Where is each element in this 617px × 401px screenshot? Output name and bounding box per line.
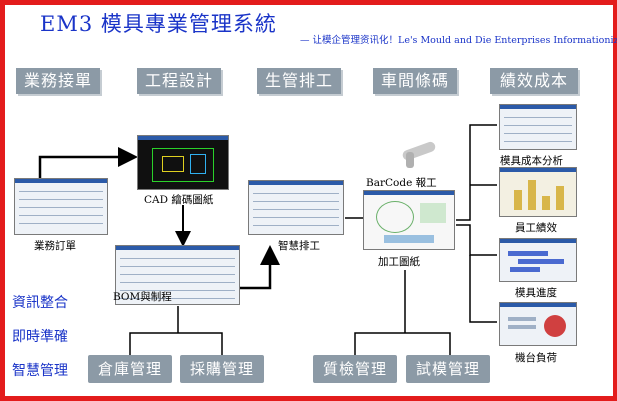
caption-order: 業務訂單 <box>34 240 76 252</box>
drawing-screenshot <box>363 190 455 250</box>
barcode-scanner-icon <box>398 140 438 170</box>
connector-drawing-to-reports <box>456 124 497 221</box>
side-label-smart: 智慧管理 <box>12 363 68 379</box>
caption-cost: 模具成本分析 <box>500 155 563 167</box>
caption-cad: CAD 繪碼圖紙 <box>144 194 214 206</box>
module-mold-trial: 試模管理 <box>406 355 490 383</box>
caption-schedule: 智慧排工 <box>278 240 320 252</box>
caption-bom: BOM與制程 <box>113 291 172 303</box>
cad-screenshot <box>137 135 229 190</box>
caption-progress: 模具進度 <box>515 287 557 299</box>
module-quality-inspection: 質檢管理 <box>313 355 397 383</box>
arrow-bom-to-schedule <box>240 245 280 290</box>
phase-workshop-barcode: 車間條碼 <box>373 68 457 94</box>
phase-sales-order: 業務接單 <box>16 68 100 94</box>
system-title: EM3 模具專業管理系統 <box>40 12 277 36</box>
module-warehouse: 倉庫管理 <box>88 355 172 383</box>
caption-barcode: BarCode 報工 <box>366 177 437 189</box>
connector-to-load <box>469 255 497 323</box>
bracket-left-modules <box>129 332 223 355</box>
perf-screenshot <box>499 167 577 217</box>
cost-screenshot <box>499 104 577 150</box>
progress-screenshot <box>499 238 577 282</box>
slogan: — 让模企管理资讯化！Le's Mould and Die Enterprise… <box>300 35 617 46</box>
caption-load: 機台負荷 <box>515 352 557 364</box>
order-screenshot <box>14 178 108 235</box>
caption-drawing: 加工圖紙 <box>378 256 420 268</box>
phase-performance-cost: 績效成本 <box>490 68 578 94</box>
arrow-order-to-cad <box>38 147 138 178</box>
module-purchasing: 採購管理 <box>180 355 264 383</box>
connector-to-progress <box>456 224 497 256</box>
bom-screenshot <box>115 245 240 305</box>
schedule-screenshot <box>248 180 344 235</box>
load-screenshot <box>499 302 577 346</box>
side-label-realtime: 即時準確 <box>12 329 68 345</box>
caption-perf: 員工績效 <box>515 222 557 234</box>
side-label-integration: 資訊整合 <box>12 295 68 311</box>
phase-engineering: 工程設計 <box>137 68 221 94</box>
bracket-right-modules <box>354 332 451 355</box>
phase-production-scheduling: 生管排工 <box>257 68 341 94</box>
